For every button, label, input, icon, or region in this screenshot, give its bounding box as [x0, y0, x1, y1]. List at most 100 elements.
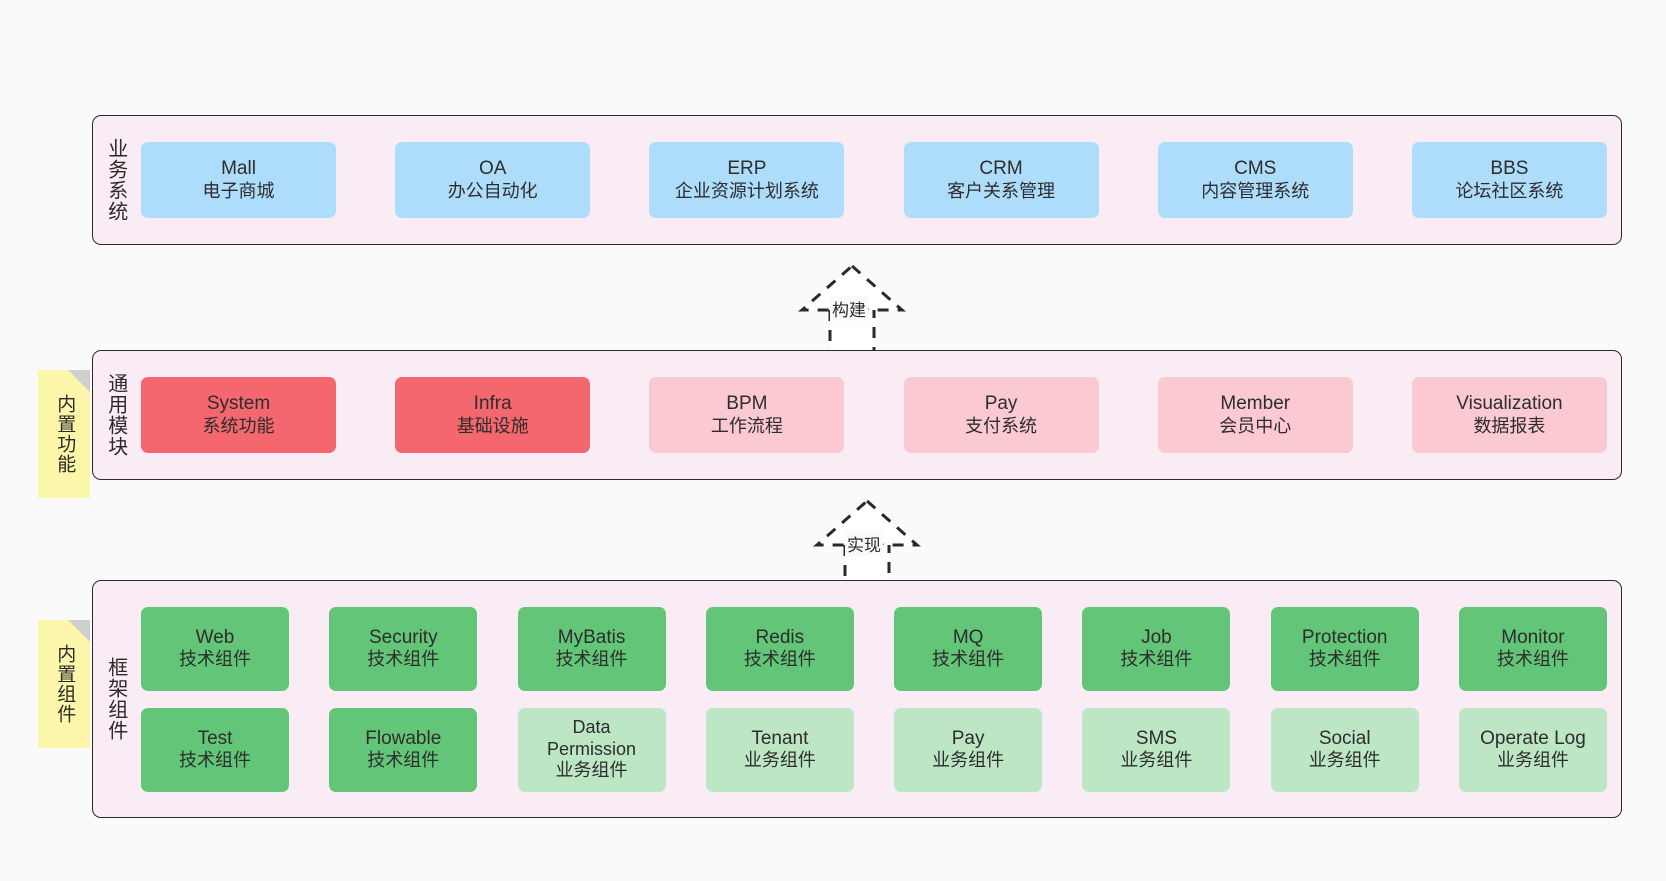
node-member[interactable]: Member 会员中心	[1157, 377, 1353, 453]
layer-title-framework-components: 框架组件	[104, 657, 127, 741]
connector-implement: 实现	[812, 497, 922, 589]
node-title: OA	[478, 158, 507, 180]
node-title: Pay	[951, 727, 985, 749]
node-subtitle: 业务组件	[932, 750, 1005, 771]
node-title: MyBatis	[557, 626, 626, 648]
node-title: Test	[197, 727, 233, 749]
node-bpm[interactable]: BPM 工作流程	[649, 377, 845, 453]
layer-title-common-modules: 通用模块	[104, 373, 127, 457]
node-title: Mall	[221, 158, 256, 180]
node-subtitle: 技术组件	[1120, 649, 1193, 670]
node-bbs[interactable]: BBS 论坛社区系统	[1411, 142, 1607, 218]
node-title: CMS	[1234, 158, 1277, 180]
note-builtin-features: 内置功能	[38, 370, 90, 498]
layer-title-business-systems: 业务系统	[104, 138, 127, 222]
build-arrowhead	[798, 264, 906, 312]
layer-framework-components[interactable]: 框架组件 Web 技术组件 Security 技术组件 MyBatis 技术组件…	[92, 580, 1622, 818]
node-job[interactable]: Job 技术组件	[1082, 606, 1231, 691]
node-title: ERP	[727, 158, 767, 180]
node-mq[interactable]: MQ 技术组件	[894, 606, 1043, 691]
node-title: Tenant	[751, 727, 809, 749]
connector-implement-label: 实现	[845, 531, 883, 556]
node-title: Job	[1141, 626, 1172, 648]
node-test[interactable]: Test 技术组件	[141, 707, 289, 792]
implement-arrowhead	[813, 499, 921, 547]
node-oa[interactable]: OA 办公自动化	[395, 142, 591, 218]
node-subtitle: 办公自动化	[447, 180, 538, 201]
node-pay-component[interactable]: Pay 业务组件	[894, 707, 1043, 792]
node-subtitle: 业务组件	[1496, 750, 1569, 771]
node-crm[interactable]: CRM 客户关系管理	[903, 142, 1099, 218]
node-title: Operate Log	[1480, 727, 1586, 749]
node-title: Protection	[1301, 626, 1388, 648]
node-subtitle: 企业资源计划系统	[674, 180, 819, 201]
node-system[interactable]: System 系统功能	[141, 377, 336, 453]
node-title: Flowable	[365, 727, 442, 749]
node-title: Web	[195, 626, 235, 648]
node-subtitle: 电子商城	[202, 180, 275, 201]
node-title: Visualization	[1456, 393, 1563, 415]
node-tenant[interactable]: Tenant 业务组件	[705, 707, 854, 792]
node-operate-log[interactable]: Operate Log 业务组件	[1458, 707, 1607, 792]
node-subtitle: 论坛社区系统	[1455, 180, 1564, 201]
layer-body-business-systems: Mall 电子商城 OA 办公自动化 ERP 企业资源计划系统 CRM 客户关系…	[137, 116, 1621, 244]
node-sms[interactable]: SMS 业务组件	[1082, 707, 1231, 792]
node-title: MQ	[952, 626, 984, 648]
node-protection[interactable]: Protection 技术组件	[1270, 606, 1419, 691]
note-builtin-components: 内置组件	[38, 620, 90, 748]
node-security[interactable]: Security 技术组件	[329, 606, 478, 691]
node-subtitle: 基础设施	[456, 415, 529, 436]
node-visualization[interactable]: Visualization 数据报表	[1411, 377, 1607, 453]
node-monitor[interactable]: Monitor 技术组件	[1458, 606, 1607, 691]
node-title: Monitor	[1501, 626, 1565, 648]
node-title: BPM	[726, 393, 768, 415]
node-subtitle: 技术组件	[743, 649, 816, 670]
node-subtitle: 业务组件	[1308, 750, 1381, 771]
node-cms[interactable]: CMS 内容管理系统	[1157, 142, 1353, 218]
connector-build-label: 构建	[830, 296, 868, 321]
node-row: Web 技术组件 Security 技术组件 MyBatis 技术组件 Redi…	[141, 606, 1607, 691]
node-mall[interactable]: Mall 电子商城	[141, 142, 336, 218]
node-title: SMS	[1135, 727, 1177, 749]
node-title: Member	[1220, 393, 1291, 415]
node-social[interactable]: Social 业务组件	[1270, 707, 1419, 792]
node-subtitle: 系统功能	[202, 415, 275, 436]
node-row: Test 技术组件 Flowable 技术组件 Data Permission …	[141, 707, 1607, 792]
node-subtitle: 内容管理系统	[1201, 180, 1310, 201]
node-title: System	[206, 393, 271, 415]
node-title: Redis	[755, 626, 805, 648]
node-title: Infra	[473, 393, 512, 415]
node-subtitle: 技术组件	[932, 649, 1005, 670]
node-web[interactable]: Web 技术组件	[141, 606, 289, 691]
node-subtitle: 技术组件	[179, 649, 251, 670]
node-title: CRM	[979, 158, 1023, 180]
node-pay-module[interactable]: Pay 支付系统	[903, 377, 1099, 453]
node-subtitle: 技术组件	[1496, 649, 1569, 670]
node-mybatis[interactable]: MyBatis 技术组件	[517, 606, 666, 691]
layer-body-framework-components: Web 技术组件 Security 技术组件 MyBatis 技术组件 Redi…	[137, 581, 1621, 817]
node-title: BBS	[1490, 158, 1529, 180]
node-redis[interactable]: Redis 技术组件	[705, 606, 854, 691]
node-flowable[interactable]: Flowable 技术组件	[329, 707, 478, 792]
node-subtitle: 业务组件	[743, 750, 816, 771]
node-subtitle: 数据报表	[1473, 415, 1546, 436]
node-subtitle: 技术组件	[367, 750, 440, 771]
node-subtitle: 支付系统	[965, 415, 1038, 436]
note-label: 内置组件	[54, 644, 76, 724]
node-title: Data Permission	[547, 716, 637, 759]
node-subtitle: 业务组件	[1120, 750, 1193, 771]
node-subtitle: 技术组件	[555, 649, 628, 670]
node-infra[interactable]: Infra 基础设施	[395, 377, 591, 453]
node-subtitle: 业务组件	[555, 760, 628, 781]
node-title: Pay	[984, 393, 1018, 415]
node-row: Mall 电子商城 OA 办公自动化 ERP 企业资源计划系统 CRM 客户关系…	[141, 142, 1607, 218]
node-erp[interactable]: ERP 企业资源计划系统	[649, 142, 845, 218]
layer-common-modules[interactable]: 通用模块 System 系统功能 Infra 基础设施 BPM 工作流程 Pay…	[92, 350, 1622, 480]
node-subtitle: 工作流程	[710, 415, 783, 436]
layer-business-systems[interactable]: 业务系统 Mall 电子商城 OA 办公自动化 ERP 企业资源计划系统 CRM…	[92, 115, 1622, 245]
node-data-permission[interactable]: Data Permission 业务组件	[517, 707, 666, 792]
connector-build: 构建	[797, 262, 907, 354]
layer-body-common-modules: System 系统功能 Infra 基础设施 BPM 工作流程 Pay 支付系统…	[137, 351, 1621, 479]
note-label: 内置功能	[54, 394, 76, 474]
